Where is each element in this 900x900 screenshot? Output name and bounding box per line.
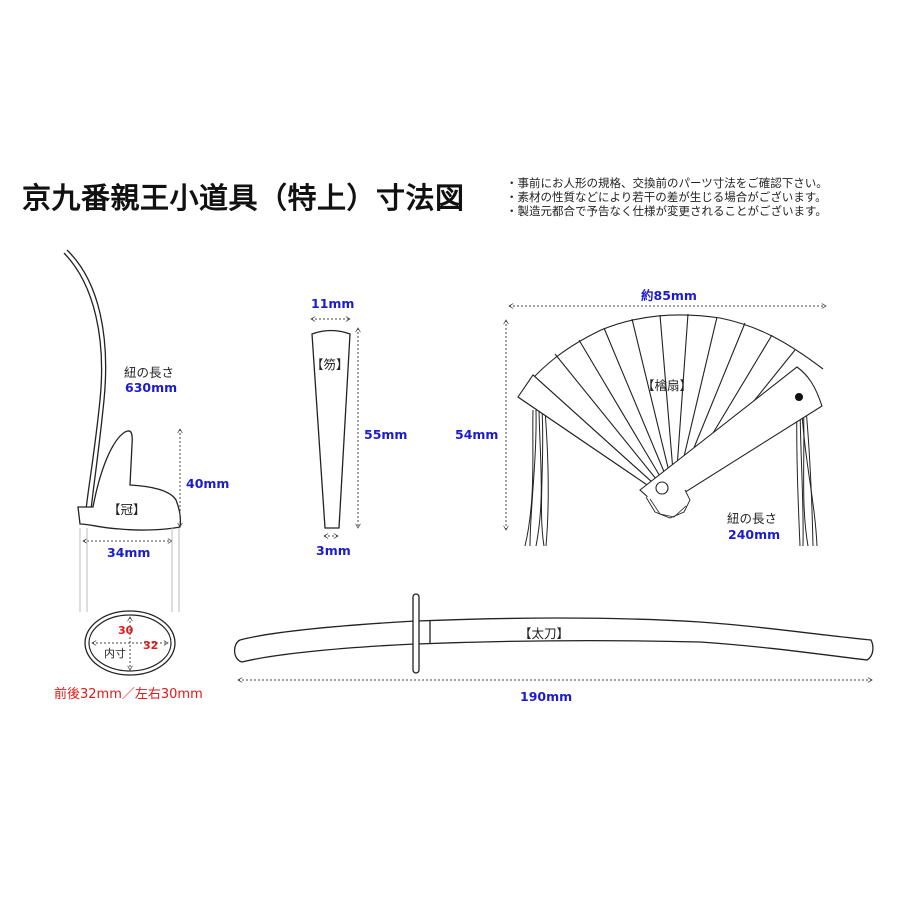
shaku-length-label: 55mm <box>364 427 408 442</box>
note-item: ・製造元都合で予告なく仕様が変更されることがございます。 <box>506 204 827 218</box>
note-item: ・事前にお人形の規格、交換前のパーツ寸法をご確認下さい。 <box>506 176 828 190</box>
inner-size-caption: 前後32mm／左右30mm <box>54 687 203 702</box>
tachi-length-label: 190mm <box>520 689 573 704</box>
shaku-top-width-label: 11mm <box>311 296 355 311</box>
kanmuri-cord-length: 630mm <box>125 380 178 395</box>
fan-drawing <box>517 313 824 519</box>
shaku-bottom-width-label: 3mm <box>316 543 351 558</box>
inner-size-label: 内寸 <box>104 647 126 660</box>
notes-list: ・事前にお人形の規格、交換前のパーツ寸法をご確認下さい。 ・素材の性質などにより… <box>506 176 828 218</box>
kanmuri-cord-label: 紐の長さ <box>124 365 175 380</box>
fan-cord-length: 240mm <box>728 527 781 542</box>
kanmuri-part-label: 【冠】 <box>108 502 146 517</box>
tachi-tsuba <box>412 593 420 674</box>
kanmuri-drawing <box>63 249 182 531</box>
fan-left-cords <box>524 409 549 547</box>
page-title: 京九番親王小道具（特上）寸法図 <box>22 181 465 215</box>
shaku-drawing <box>311 329 351 529</box>
fan-rivet <box>655 481 669 495</box>
fan-height-label: 54mm <box>455 427 499 442</box>
kanmuri-body <box>77 430 182 531</box>
note-item: ・素材の性質などにより若干の差が生じる場合がございます。 <box>506 190 827 204</box>
fan-part-label: 【檜扇】 <box>642 378 693 393</box>
tachi-drawing <box>233 593 874 674</box>
fan-width-label: 約85mm <box>641 288 697 303</box>
kanmuri-width-label: 34mm <box>107 545 151 560</box>
kanmuri-inner-ellipse <box>84 610 176 676</box>
inner-vertical-label: 30 <box>118 624 134 637</box>
kanmuri-height-label: 40mm <box>186 476 230 491</box>
kanmuri-tail <box>63 252 103 511</box>
tachi-part-label: 【太刀】 <box>519 626 570 641</box>
inner-horizontal-label: 32 <box>143 639 159 652</box>
shaku-part-label: 【笏】 <box>311 357 349 372</box>
fan-cord-label: 紐の長さ <box>727 511 778 526</box>
fan-cord-knot <box>794 392 804 402</box>
